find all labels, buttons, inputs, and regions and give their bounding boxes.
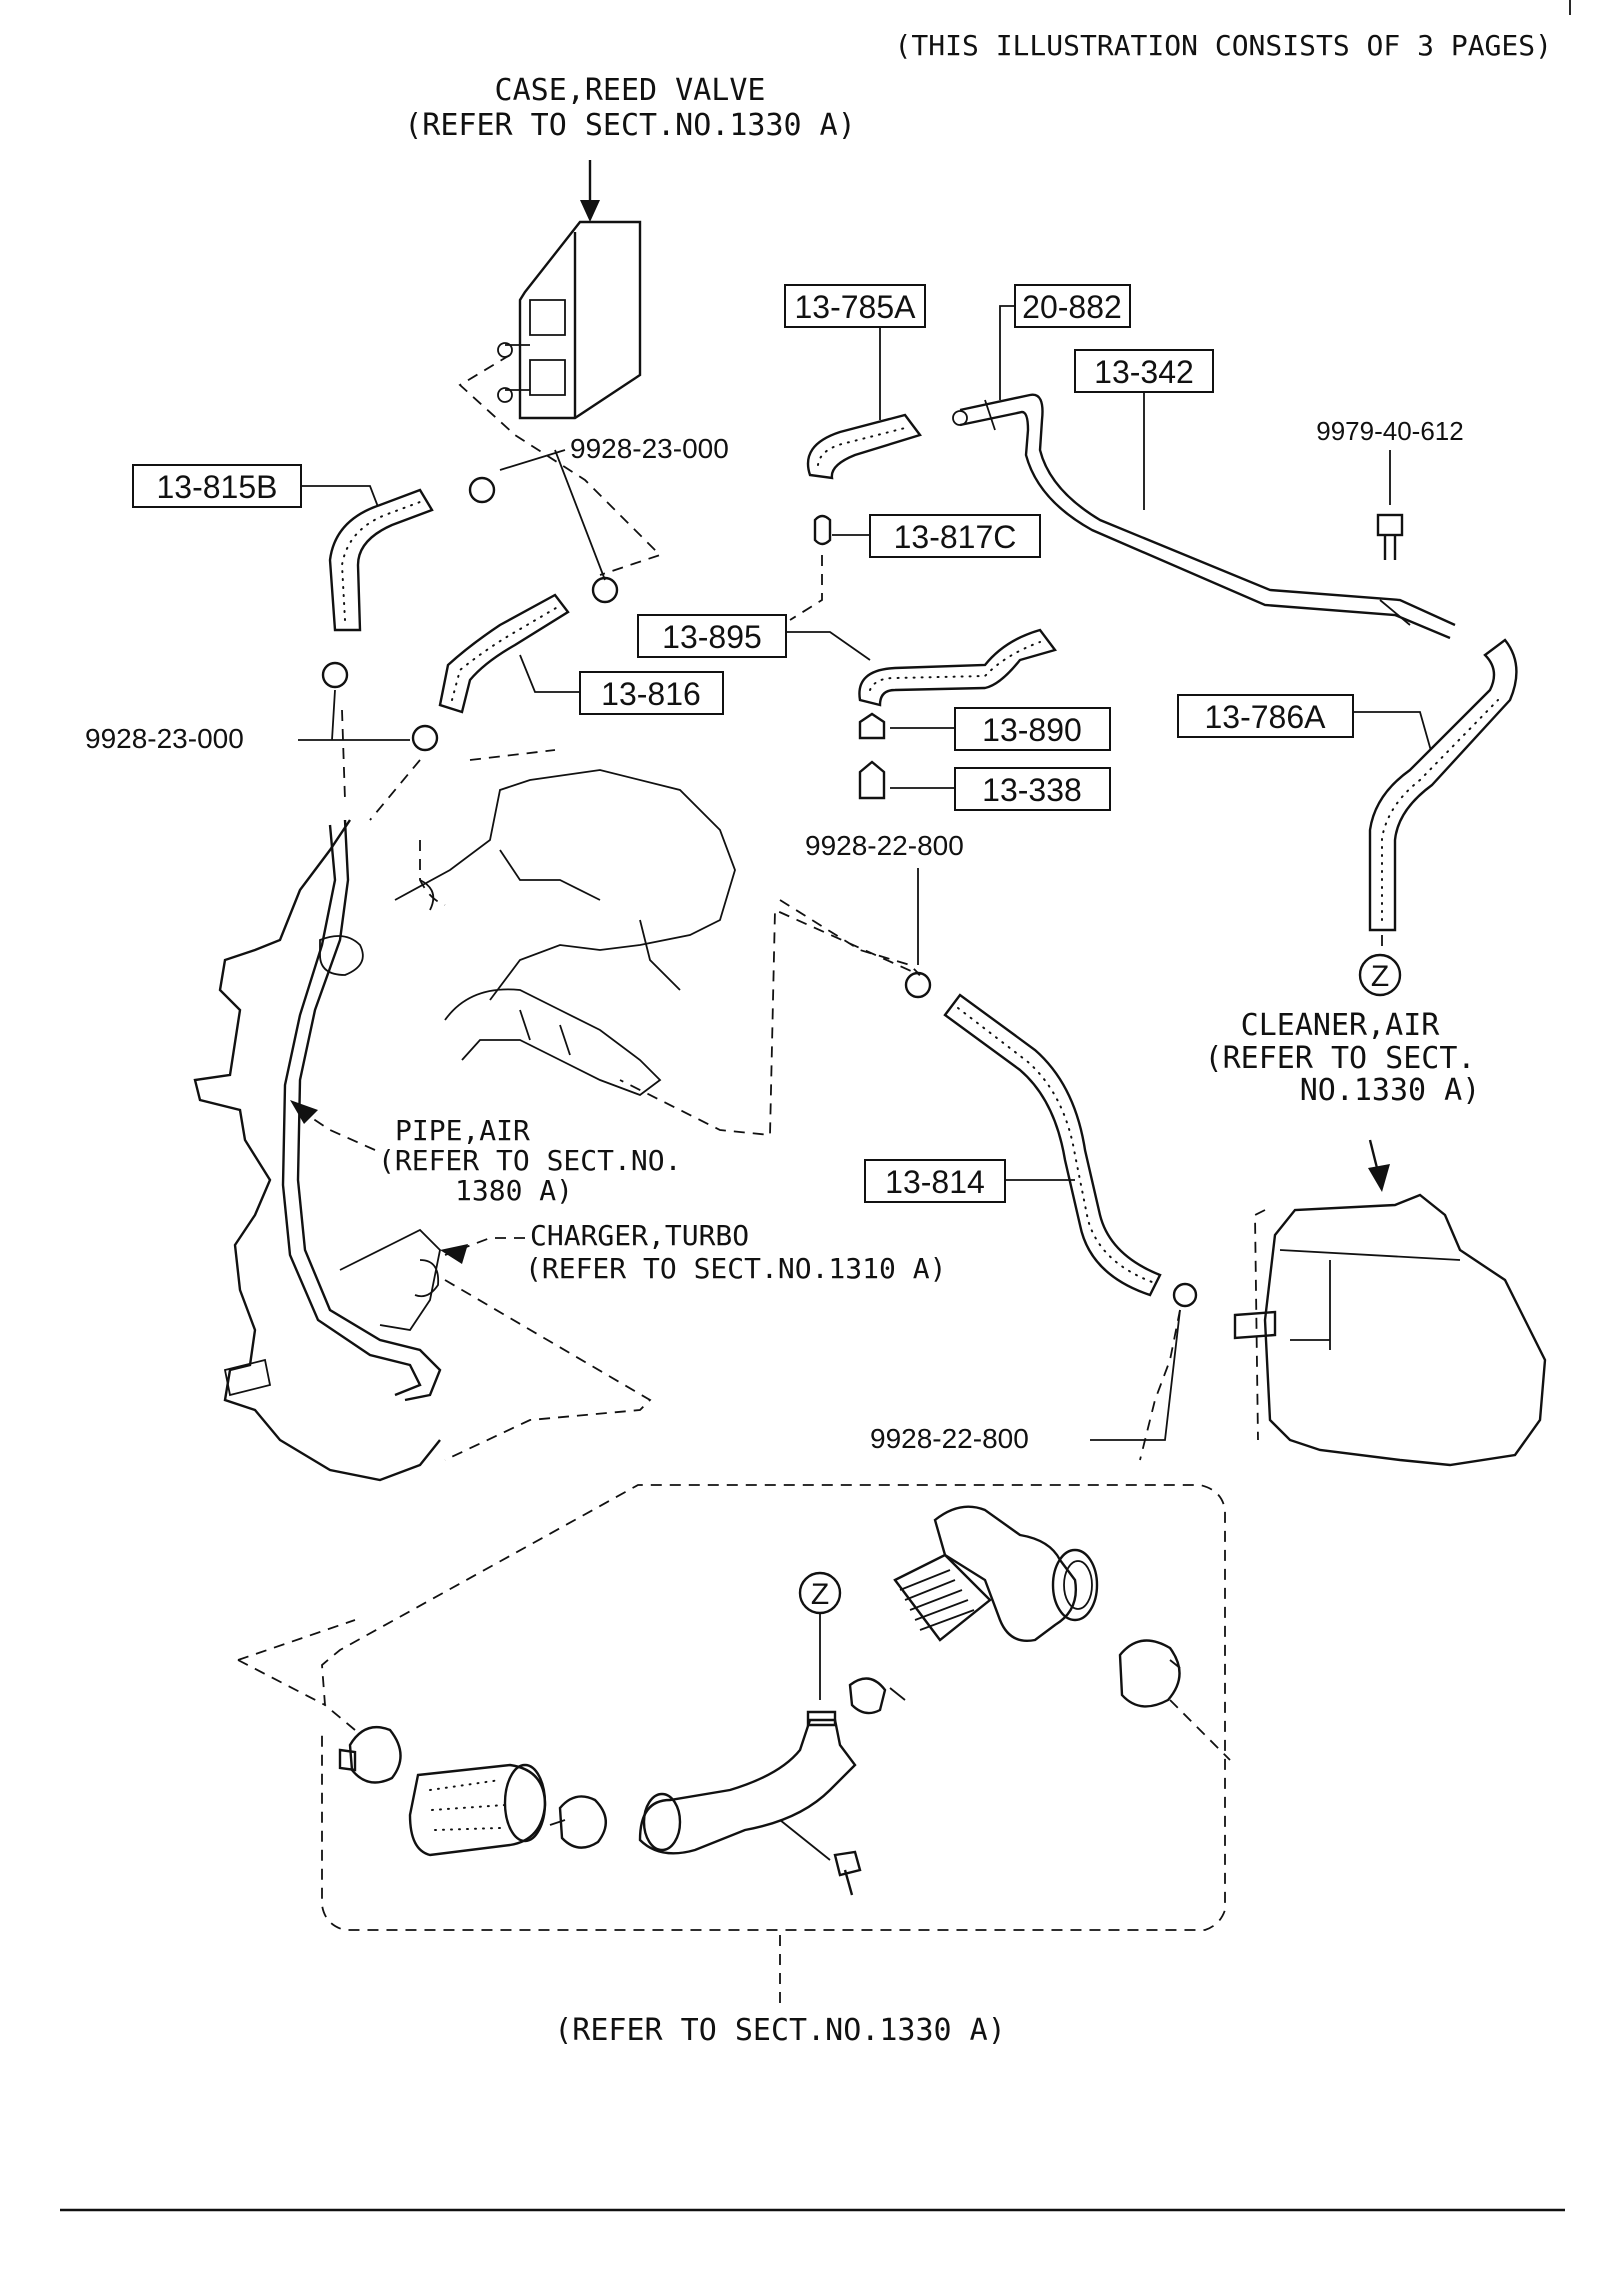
label-9928-23-000-upper: 9928-23-000 [570,433,729,464]
callout-z-bottom: Z [811,1578,829,1611]
clamp-lower-2 [411,724,439,752]
label-box-13-342 [1074,349,1214,393]
air-cleaner-arrowhead [1368,1164,1390,1192]
label-20-882: 20-882 [1022,289,1122,325]
leader-13-786A [1353,711,1436,766]
leader-13-816 [519,654,580,693]
pipe-air-ref-2: 1380 A) [455,1174,573,1207]
label-13-786A: 13-786A [1205,699,1327,735]
label-13-816: 13-816 [601,676,701,712]
leader-9928-22-800-lower [1090,1309,1181,1441]
hose-13-815B [328,488,434,632]
label-box-13-816 [579,671,724,715]
label-13-817C: 13-817C [894,519,1017,555]
label-9928-22-800-lower: 9928-22-800 [870,1423,1029,1454]
reed-valve-arrowhead [580,200,600,222]
hose-13-786A [1368,638,1518,932]
label-box-13-814 [864,1159,1006,1203]
label-box-13-786A [1177,694,1354,738]
lower-assembly-box [321,1484,1226,1931]
clamp-upper-2 [591,576,619,604]
label-13-895: 13-895 [662,619,762,655]
air-cleaner-ref-2: NO.1330 A) [1300,1073,1481,1108]
reed-valve-ref: (REFER TO SECT.NO.1330 A) [404,108,856,143]
label-box-13-338 [954,767,1111,811]
label-box-13-890 [954,707,1111,751]
fitting-13-890 [858,712,886,740]
clamp-22-800-lower [1172,1282,1198,1308]
label-9928-22-800-upper: 9928-22-800 [805,830,964,861]
label-13-342: 13-342 [1094,354,1194,390]
label-9928-23-000-lower: 9928-23-000 [85,723,244,754]
leader-9928-23-000-upper [499,449,606,581]
label-9979-40-612: 9979-40-612 [1316,416,1463,446]
pipe-air-ref-1: (REFER TO SECT.NO. [378,1144,681,1177]
reed-valve-dashed-link [458,354,662,576]
label-13-785A: 13-785A [795,289,917,325]
air-cleaner-ref-1: (REFER TO SECT. [1205,1041,1476,1076]
turbo-title: CHARGER,TURBO [530,1219,749,1252]
leader-13-895 [786,631,871,661]
bottom-ref: (REFER TO SECT.NO.1330 A) [554,2013,1006,2048]
label-box-13-817C [869,514,1041,558]
air-cleaner-title: CLEANER,AIR [1241,1008,1441,1043]
reed-valve-case [497,220,642,420]
label-box-13-895 [637,614,787,658]
hose-13-785A [806,413,922,480]
bolt-9979-40-612 [1376,513,1404,560]
pipe-air-title: PIPE,AIR [395,1114,530,1147]
label-box-13-785A [784,284,926,328]
clamp-lower-1 [321,661,349,689]
clamp-upper-1 [468,476,496,504]
pipe-air-arrowhead [290,1100,318,1124]
hose-13-895 [858,628,1058,707]
dash-22-800-lower [1139,1309,1181,1461]
label-box-13-815B [132,464,302,508]
hose-13-814 [943,993,1162,1297]
turbo-dashed-box [444,1279,652,1461]
turbo-arrowhead [440,1244,468,1264]
pipe-13-342 [952,393,1456,640]
engine-assembly [193,709,921,1482]
connector-13-817C [813,514,832,546]
label-box-20-882 [1014,284,1131,328]
callout-z-top-circle [1358,953,1402,997]
pages-note: (THIS ILLUSTRATION CONSISTS OF 3 PAGES) [895,29,1552,62]
reed-valve-title: CASE,REED VALVE [495,73,766,108]
callout-z-top: Z [1371,960,1389,993]
air-cleaner-body [1233,1193,1547,1467]
turbo-ref: (REFER TO SECT.NO.1310 A) [525,1252,946,1285]
lower-assembly-side [237,1619,356,1706]
leader-20-882 [999,305,1015,400]
dash-13-817C [789,555,823,621]
hose-13-816 [438,593,570,714]
label-13-338: 13-338 [982,772,1082,808]
label-13-815B: 13-815B [157,469,278,505]
clamp-22-800-upper [904,971,932,999]
label-13-814: 13-814 [885,1164,985,1200]
label-13-890: 13-890 [982,712,1082,748]
intake-duct-assembly [338,1505,1231,1896]
fitting-13-338 [858,760,886,800]
leader-9928-23-000-lower [298,689,410,741]
